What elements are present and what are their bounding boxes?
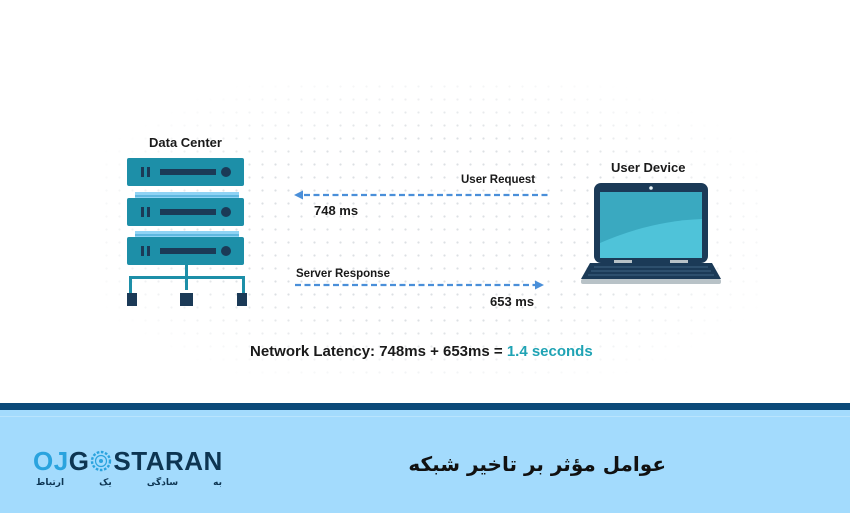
footer-accent-bar (0, 403, 850, 410)
page-title: عوامل مؤثر بر تاخیر شبکه (408, 452, 666, 476)
request-arrow-icon (294, 190, 548, 200)
latency-result: 1.4 seconds (506, 343, 593, 360)
server-rack-icon (127, 158, 247, 306)
logo-tagline: به سادگی یک ارتباط (36, 477, 222, 487)
logo-text-g: G (68, 446, 90, 476)
network-latency-summary: Network Latency: 748ms + 653ms = 1.4 sec… (250, 343, 593, 360)
user-device-title: User Device (611, 160, 686, 175)
gear-globe-icon (91, 450, 112, 472)
user-request-label: User Request (461, 174, 536, 186)
request-time: 748 ms (314, 203, 359, 218)
ojgostaran-logo[interactable]: OJG STARAN (33, 447, 223, 475)
latency-formula: Network Latency: 748ms + 653ms = (250, 343, 507, 360)
footer (0, 410, 850, 513)
response-time: 653 ms (490, 294, 535, 309)
logo-text-oj: OJ (33, 446, 69, 476)
laptop-icon (581, 183, 721, 284)
data-center-title: Data Center (149, 135, 222, 150)
footer-divider (0, 416, 850, 417)
logo-text-staran: STARAN (113, 446, 223, 476)
diagram-canvas: Data Center (100, 80, 760, 380)
response-arrow-icon (295, 280, 544, 290)
server-response-label: Server Response (296, 268, 390, 280)
